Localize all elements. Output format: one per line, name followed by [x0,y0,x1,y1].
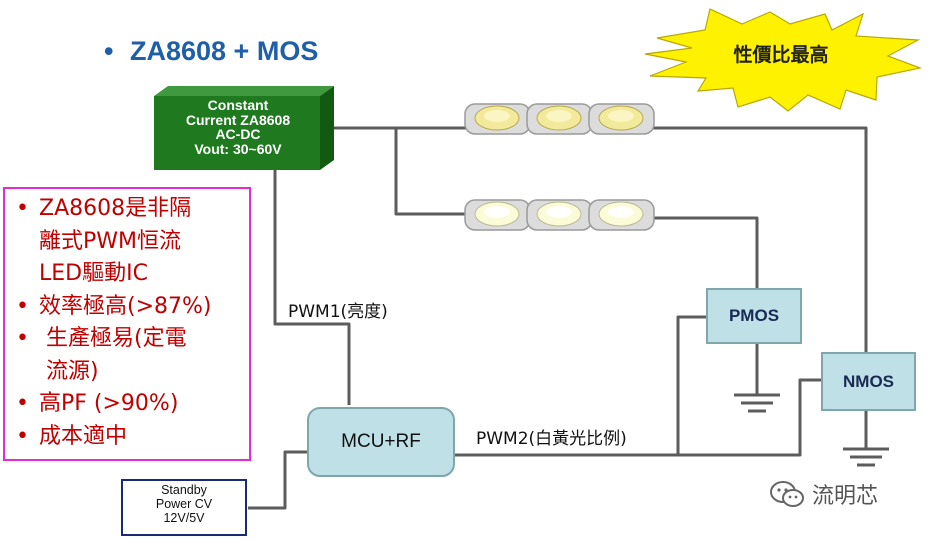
feature-item-continuation: LED驅動IC [8,258,246,291]
feature-bullet: • [16,326,29,351]
pmos-box [706,288,802,344]
pwm1-label: PWM1(亮度) [288,302,388,322]
driver-line: AC-DC [215,126,261,142]
standby-label: Standby Power CV 12V/5V [122,480,246,535]
wire-pwm2-nmos [678,378,822,457]
led-warm-2 [526,103,593,135]
wires [248,126,868,510]
standby-line: Standby [161,483,207,497]
driver-line: Vout: 30~60V [194,140,282,157]
feature-text: 效率極高(>87%) [39,293,212,319]
feature-bullet: • [16,196,29,221]
wire-standby [248,450,307,510]
feature-text: 離式PWM恒流 [39,228,182,254]
pmos-label: PMOS [728,306,780,325]
led-white-2 [526,199,593,231]
page-title: • ZA8608 + MOS [104,36,318,67]
feature-item: • 成本適中 [8,421,246,454]
feature-item-continuation: 離式PWM恒流 [8,226,246,259]
standby-box [121,479,247,536]
led-string-bottom [464,199,655,231]
wire-driver-output [327,126,470,216]
features-box [3,187,251,461]
led-warm-3 [588,103,655,135]
feature-bullet: • [16,391,29,416]
standby-line: 12V/5V [163,511,205,525]
wire-pwm1 [273,170,351,405]
wire-bottom-string-return [650,216,759,288]
feature-text: 高PF (>90%) [39,391,179,416]
watermark-text: 流明芯 [812,484,879,509]
feature-item: • 高PF (>90%) [8,388,246,421]
driver-line: Constant [207,97,269,113]
ground-symbol-pmos [734,393,780,413]
standby-line: Power CV [155,497,213,511]
pwm2-label: PWM2(白黃光比例) [476,429,627,449]
driver-line: Current ZA8608 [185,111,291,128]
feature-bullet: • [16,293,29,319]
ground-symbol-nmos [843,447,889,467]
led-white-3 [588,199,655,231]
feature-text: 流源) [39,358,99,384]
wire-top-string-return [650,126,868,352]
driver-box-label: Constant Current ZA8608 AC-DC Vout: 30~6… [163,98,313,156]
feature-item: • ZA8608是非隔 [8,193,246,226]
feature-text: ZA8608是非隔 [39,196,192,221]
led-white-1 [464,199,531,231]
nmos-box [821,352,916,411]
feature-bullet: • [16,423,29,449]
led-warm-1 [464,103,531,135]
mcu-label: MCU+RF [341,431,421,452]
starburst-badge [644,8,923,112]
driver-box [154,86,334,170]
feature-item-continuation: 流源) [8,356,246,389]
feature-text: 生產極易(定電 [39,326,187,351]
feature-list: • ZA8608是非隔 離式PWM恒流 LED驅動IC • 效率極高(>87%) •… [8,193,246,453]
mcu-box [307,407,455,477]
feature-item: • 效率極高(>87%) [8,291,246,324]
title-bullet: • [104,36,114,66]
wechat-icon [770,481,804,507]
wire-pwm2-pmos [455,315,706,457]
watermark: 流明芯 [768,478,878,510]
feature-item: • 生產極易(定電 [8,323,246,356]
burst-text: 性價比最高 [733,44,829,66]
nmos-label: NMOS [843,371,894,391]
feature-text: 成本適中 [39,423,128,449]
feature-text: LED驅動IC [39,261,148,286]
title-text: ZA8608 + MOS [130,36,319,66]
led-string-top [464,103,655,135]
